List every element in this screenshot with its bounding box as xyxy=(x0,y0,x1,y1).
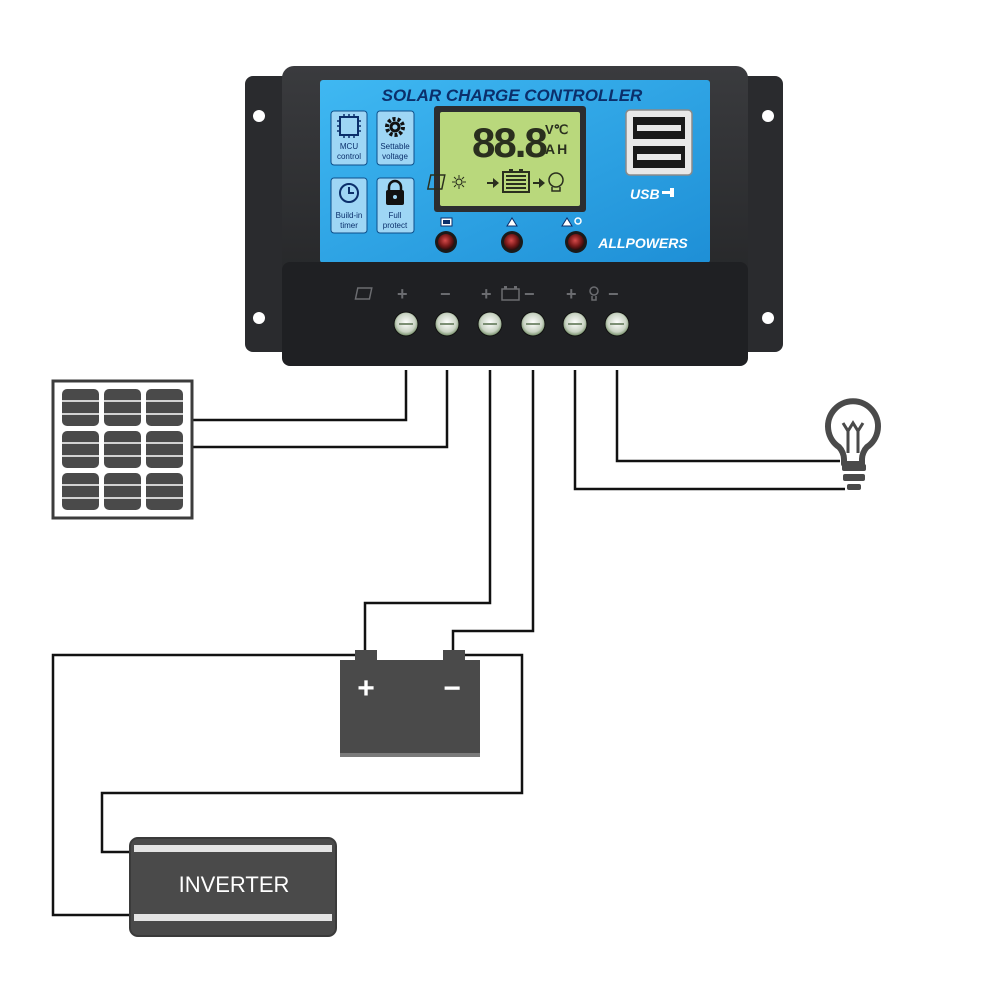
wire-battery-minus xyxy=(451,370,535,650)
terminal-battery-minus[interactable] xyxy=(520,311,546,337)
solar-minus-label: − xyxy=(440,284,451,304)
battery-plus-label: + xyxy=(481,284,492,304)
feature-mcu-control: MCU control xyxy=(330,110,368,166)
inverter-label: INVERTER xyxy=(179,872,290,897)
brand-label: ALLPOWERS xyxy=(597,235,688,251)
terminal-load-minus[interactable] xyxy=(604,311,630,337)
usb-ports xyxy=(625,109,693,176)
clock-icon xyxy=(339,183,359,203)
solar-panel-icon xyxy=(426,174,446,190)
wires xyxy=(51,370,845,917)
wire-load-minus xyxy=(615,370,840,463)
battery-body xyxy=(340,660,480,753)
solar-panel-icon xyxy=(354,287,373,300)
terminal-strip xyxy=(282,262,748,366)
usb-plug-icon xyxy=(662,188,674,197)
feature-settable-voltage: Settable voltage xyxy=(376,110,415,166)
load-button[interactable] xyxy=(561,217,587,253)
chip-icon xyxy=(337,114,361,138)
battery-icon xyxy=(501,286,520,301)
feature-label-line2: voltage xyxy=(382,152,408,161)
mounting-hole xyxy=(762,312,774,324)
feature-label-line2: protect xyxy=(383,221,408,230)
light-bulb-icon xyxy=(825,398,881,490)
lcd-display: 88.8 V℃ AH xyxy=(426,106,586,212)
battery-plus-sign: + xyxy=(357,672,375,705)
lcd-flow-icons xyxy=(426,169,564,193)
wire-solar-minus xyxy=(192,370,449,449)
up-button[interactable] xyxy=(501,217,523,253)
terminal-solar-plus[interactable] xyxy=(393,311,419,337)
feature-label-line1: MCU xyxy=(340,142,358,151)
solar-charge-controller: SOLAR CHARGE CONTROLLER MCU control Sett… xyxy=(245,66,783,366)
feature-label-line1: Build-in xyxy=(336,211,363,220)
terminal-load-plus[interactable] xyxy=(562,311,588,337)
terminal-solar-minus[interactable] xyxy=(434,311,460,337)
wire-load-plus xyxy=(573,370,845,491)
feature-label-line1: Full xyxy=(389,211,402,220)
lcd-digits: 88.8 xyxy=(472,119,547,166)
wire-inverter-minus xyxy=(100,653,524,854)
terminal-screws xyxy=(393,311,630,337)
controller-title: SOLAR CHARGE CONTROLLER xyxy=(382,86,643,105)
gear-icon xyxy=(385,117,405,137)
button-group xyxy=(435,217,587,253)
load-plus-label: + xyxy=(566,284,577,304)
usb-label: USB xyxy=(630,186,660,202)
battery-icon xyxy=(502,169,530,193)
inverter: INVERTER xyxy=(129,837,337,937)
terminal-battery-plus[interactable] xyxy=(477,311,503,337)
battery: + − xyxy=(340,650,480,757)
solar-panel xyxy=(51,379,194,520)
feature-label-line2: timer xyxy=(340,221,358,230)
mounting-hole xyxy=(253,110,265,122)
lcd-unit-bottom: AH xyxy=(545,141,569,157)
feature-label-line1: Settable xyxy=(380,142,410,151)
feature-build-in-timer: Build-in timer xyxy=(330,177,368,234)
feature-label-line2: control xyxy=(337,152,361,161)
menu-button[interactable] xyxy=(435,217,457,253)
arrow-icon xyxy=(533,178,545,188)
bulb-icon xyxy=(589,286,599,301)
load-minus-label: − xyxy=(608,284,619,304)
terminal-labels: + − + − + − xyxy=(354,284,619,304)
wire-solar-plus xyxy=(192,370,408,422)
sun-icon xyxy=(452,175,466,189)
wire-battery-plus xyxy=(363,370,492,650)
mounting-hole xyxy=(253,312,265,324)
feature-full-protect: Full protect xyxy=(376,177,415,234)
wire-inverter-plus xyxy=(51,653,365,917)
usb-logo: USB xyxy=(630,186,674,202)
battery-minus-sign: − xyxy=(443,672,461,705)
solar-cells xyxy=(62,389,183,510)
battery-minus-label: − xyxy=(524,284,535,304)
lock-icon xyxy=(386,179,404,205)
solar-plus-label: + xyxy=(397,284,408,304)
lcd-unit-top: V℃ xyxy=(545,122,568,137)
bulb-icon xyxy=(548,172,564,192)
arrow-icon xyxy=(487,178,499,188)
battery-terminal-minus xyxy=(443,650,465,662)
battery-terminal-plus xyxy=(355,650,377,662)
mounting-hole xyxy=(762,110,774,122)
